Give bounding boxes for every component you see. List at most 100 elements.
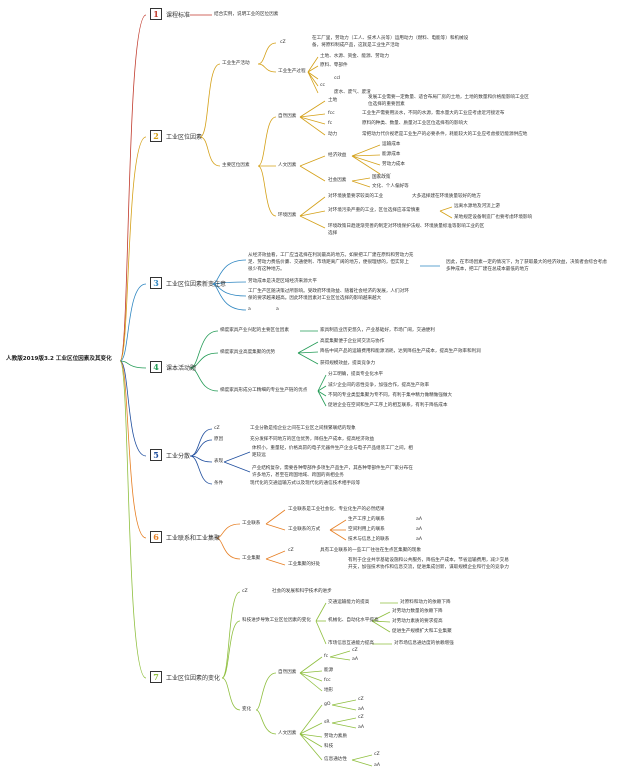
- q2-node[interactable]: 梯度家具业高度集聚的优势: [220, 350, 276, 355]
- node-definition: cZ: [280, 40, 286, 45]
- node-raw-materials[interactable]: fc: [328, 121, 333, 126]
- change-natural-water: fcc: [324, 678, 331, 683]
- change-human-info-a: cZ: [374, 752, 380, 757]
- section-4-node[interactable]: 4 课本活动题: [150, 361, 196, 373]
- node-production-activity[interactable]: 工业生产活动: [222, 61, 250, 66]
- process-step-b: cc: [320, 83, 326, 88]
- power-desc: 常把动力代价视老是工业生产的必要条件，耗能较大的工业应考虑接近能源供应地: [362, 132, 528, 137]
- q3-answer-c: 不同的专业类型集聚为专不同，有利于集中精力做精做强做大: [328, 393, 453, 398]
- definition-line-1: 在工厂里，劳动力（工人、技术人员等）运用动力（燃料、电能等）和机械设: [312, 36, 469, 41]
- q2-answer-c: 获得规模效益，提高竞争力: [320, 361, 376, 366]
- change-human-info-access: 信息通达性: [324, 757, 347, 762]
- curriculum-standard-text: 结合实例，说明工业的区位因素: [214, 12, 279, 17]
- change-natural-terrain: 地形: [324, 688, 334, 693]
- q3-answer-d: 促进企业在空间和生产工序上的相互联系，有利于降低成本: [328, 403, 448, 408]
- env-polluting-b: 某地规定设备制造厂也要考虑环境影响: [454, 215, 533, 220]
- root-topic[interactable]: 人教版2019版3.2 工业区位因素及其变化: [6, 356, 112, 362]
- node-social-factors[interactable]: 社会因素: [328, 178, 347, 183]
- section-number-badge: 4: [150, 361, 162, 373]
- change-human-info-b: aA: [374, 763, 380, 768]
- change-human-a: gO: [324, 702, 331, 707]
- change-natural-a2: aA: [352, 657, 358, 662]
- s3-note-b: a: [276, 307, 279, 312]
- node-economic-benefit[interactable]: 经济效益: [328, 153, 347, 158]
- node-production-process[interactable]: 工业生产过程: [278, 69, 306, 74]
- manifestation-1a: 体积小，重量轻，价格高昂的电子元器件生产企业与电子产品组装工厂之间，相: [252, 446, 413, 451]
- section-6-node[interactable]: 6 工业联系和工业集聚: [150, 531, 220, 543]
- section-7-node[interactable]: 7 工业区位因素的变化: [150, 671, 220, 683]
- q2-answer-b: 降低中间产品的运输费用和能源消耗，达到降低生产成本，提高生产效率和利润: [320, 349, 481, 354]
- linkage-type-info-note: aA: [416, 537, 422, 542]
- node-change-human[interactable]: 人文因素: [278, 731, 297, 736]
- driver-automation-effect-a: 对劳动力数量的依赖下降: [392, 609, 443, 614]
- agglomeration-definition-label: cZ: [288, 548, 294, 553]
- section-title: 工业分散: [166, 452, 191, 460]
- node-tech-progress[interactable]: 科技进步导致工业区位因素的变化: [242, 618, 311, 623]
- change-human-labor-quality: 劳动力素质: [324, 734, 347, 739]
- change-cause-label: cZ: [242, 589, 248, 594]
- env-policy-line-2: 选择: [328, 231, 338, 236]
- reason-desc: 充分发挥不同地方的区位优势，降低生产成本，提高经济效益: [250, 437, 375, 442]
- linkage-type-info: 技术与信息上的联系: [348, 537, 390, 542]
- section-2-node[interactable]: 2 工业区位因素: [150, 130, 202, 142]
- node-industrial-linkage[interactable]: 工业联系: [242, 521, 261, 526]
- section-3-node[interactable]: 3 工业区位因素新变注意: [150, 277, 226, 289]
- manifestation-2b: 许多地方，甚至在跨国地域、跨国的商相业务: [252, 473, 344, 478]
- node-power[interactable]: 动力: [328, 132, 338, 137]
- change-human-a2: aA: [358, 707, 364, 712]
- process-materials: 原料、零部件: [320, 63, 348, 68]
- water-desc: 工业生产需要用淡水，不同的水源，需水量大的工业应考虑近河接近布: [362, 111, 505, 116]
- conditions-desc: 现代化的交通运输方式以及现代化的通信技术相手段等: [250, 481, 361, 486]
- node-agglomeration[interactable]: 工业集聚: [242, 556, 261, 561]
- cost-energy: 能源成本: [382, 152, 401, 157]
- agglomeration-definition: 具有工业联系的一些工厂往往在生点区集聚的现象: [320, 548, 422, 553]
- process-step-a: ccI: [334, 76, 341, 81]
- node-human-factors[interactable]: 人文因素: [278, 163, 297, 168]
- driver-market-info-effect: 对市场信息通达度的依赖增强: [394, 641, 454, 646]
- change-human-a1: cZ: [358, 697, 364, 702]
- env-polluting-a: 远离水源地及河流上游: [454, 204, 500, 209]
- node-linkage-types[interactable]: 工业联系的方式: [288, 527, 321, 532]
- section-1-node[interactable]: 1 课程标准: [150, 8, 190, 20]
- node-reason[interactable]: 原因: [214, 437, 224, 442]
- q1-node[interactable]: 梯度家具产业兴起的主要区位因素: [220, 328, 289, 333]
- raw-materials-desc: 原料的种类、数量、质量对工业区位选择有的影响大: [362, 121, 468, 126]
- change-natural-energy: 能源: [324, 668, 334, 673]
- s3-line-4: 劳动成本是决定区域经济来源大平: [248, 279, 317, 284]
- cost-transport: 运输成本: [382, 142, 401, 147]
- q3-node[interactable]: 梯度家具形成分工精细的专业生产链的优点: [220, 388, 308, 393]
- definition-line-2: 备，将原料制成产品，这就是工业生产活动: [312, 43, 400, 48]
- change-cause: 社会的发展和科学技术的进步: [272, 589, 332, 594]
- node-change[interactable]: 变化: [242, 707, 252, 712]
- driver-market-info: 市场信息互通能力提高: [328, 641, 374, 646]
- env-high-quality: 对环境质量要求较高的工业: [328, 194, 384, 199]
- section-number-badge: 7: [150, 671, 162, 683]
- section-title: 课本活动题: [166, 364, 197, 372]
- section-number-badge: 5: [150, 449, 162, 461]
- section-title: 工业联系和工业集聚: [166, 534, 221, 542]
- node-manifestation[interactable]: 表现: [214, 459, 224, 464]
- dispersal-definition-label: cZ: [214, 426, 220, 431]
- node-main-factors[interactable]: 主要区位因素: [222, 163, 250, 168]
- env-polluting: 对环境污染严重的工业，区位选择应非常慎重: [328, 208, 420, 213]
- agglomeration-benefit-1: 有利于企业共享基础设施和公共服务，降低生产成本，节省运输费用，减少交易: [348, 558, 509, 563]
- linkage-definition: 工业联系是工业社会化、专业化生产的必然结果: [288, 507, 385, 512]
- node-land[interactable]: 土地: [328, 98, 338, 103]
- section-5-node[interactable]: 5 工业分散: [150, 449, 190, 461]
- section-number-badge: 3: [150, 277, 162, 289]
- section-title: 课程标准: [166, 11, 191, 19]
- section-title: 工业区位因素: [166, 133, 203, 141]
- change-human-b1: cZ: [358, 715, 364, 720]
- q2-answer-a: 高度集聚便于企业间交流与协作: [320, 339, 385, 344]
- node-environment-factors[interactable]: 环境因素: [278, 213, 297, 218]
- node-change-natural[interactable]: 自然因素: [278, 670, 297, 675]
- node-conditions[interactable]: 条件: [214, 481, 224, 486]
- driver-automation-effect-b: 对劳动力素质的要求提高: [392, 619, 443, 624]
- s3-conclusion-2: 多种成本，把工厂建在总成本最低的地方: [446, 267, 529, 272]
- node-water[interactable]: fcc: [328, 111, 335, 116]
- node-agglomeration-benefits[interactable]: 工业集聚的好处: [288, 562, 321, 567]
- node-natural-factors[interactable]: 自然因素: [278, 114, 297, 119]
- social-policy: 国家政策: [372, 175, 391, 180]
- process-inputs: 土地、水源、资金、能源、劳动力: [320, 54, 389, 59]
- manifestation-1b: 距较远: [252, 453, 266, 458]
